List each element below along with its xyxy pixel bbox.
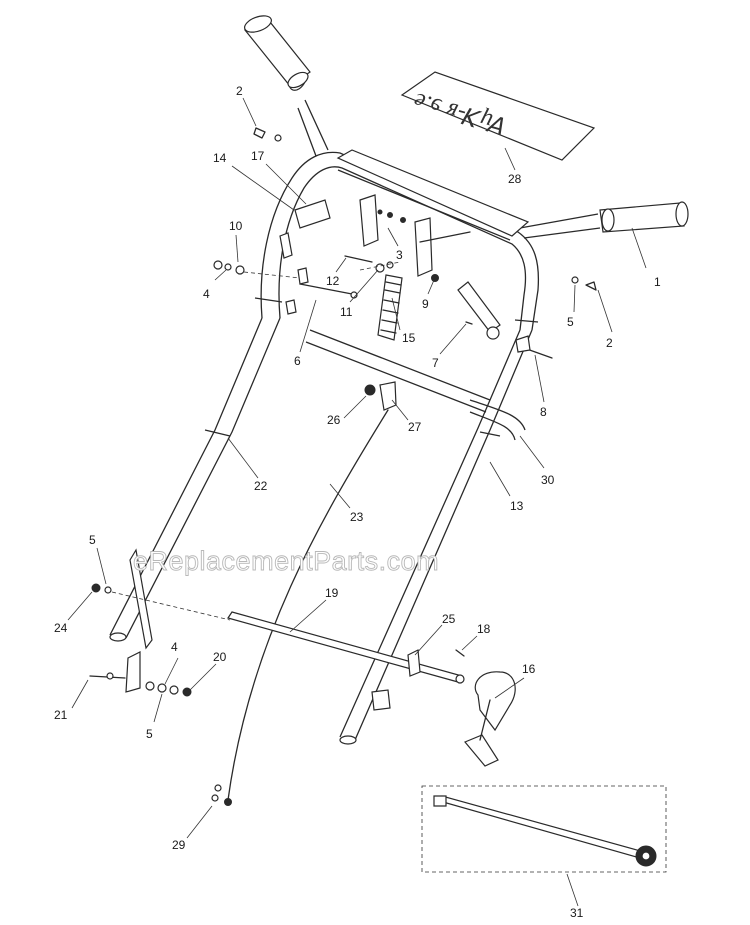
- callout-19: 19: [325, 586, 339, 600]
- watermark-text: eReplacementParts.com: [133, 546, 439, 576]
- callout-29: 29: [172, 838, 186, 852]
- callout-12: 12: [326, 274, 340, 288]
- callout-30: 30: [541, 473, 555, 487]
- callout-22: 22: [254, 479, 268, 493]
- callout-7: 7: [432, 356, 439, 370]
- callout-28: 28: [508, 172, 522, 186]
- callout-14: 14: [213, 151, 227, 165]
- callout-26: 26: [327, 413, 341, 427]
- callout-5: 5: [146, 727, 153, 741]
- callout-2: 2: [236, 84, 243, 98]
- callout-20: 20: [213, 650, 227, 664]
- callout-5: 5: [567, 315, 574, 329]
- callout-8: 8: [540, 405, 547, 419]
- callout-1: 1: [654, 275, 661, 289]
- callout-9: 9: [422, 297, 429, 311]
- callout-6: 6: [294, 354, 301, 368]
- callout-23: 23: [350, 510, 364, 524]
- upper-handle-frame: [109, 15, 689, 745]
- callout-labels: 1 2 2 3 4 4 5 5 5 6 7 8 9 10 11 12 13 14…: [54, 84, 661, 920]
- callout-25: 25: [442, 612, 456, 626]
- callout-5: 5: [89, 533, 96, 547]
- callout-3: 3: [396, 248, 403, 262]
- callout-11: 11: [340, 305, 353, 319]
- callout-4: 4: [171, 640, 178, 654]
- callout-18: 18: [477, 622, 491, 636]
- callout-17: 17: [251, 149, 265, 163]
- callout-4: 4: [203, 287, 210, 301]
- callout-27: 27: [408, 420, 422, 434]
- callout-2: 2: [606, 336, 613, 350]
- callout-16: 16: [522, 662, 536, 676]
- callout-15: 15: [402, 331, 416, 345]
- callout-leaders: [67, 97, 647, 907]
- callout-31: 31: [570, 906, 584, 920]
- callout-24: 24: [54, 621, 68, 635]
- callout-10: 10: [229, 219, 243, 233]
- callout-13: 13: [510, 499, 524, 513]
- callout-21: 21: [54, 708, 68, 722]
- optional-part-31: [421, 785, 667, 873]
